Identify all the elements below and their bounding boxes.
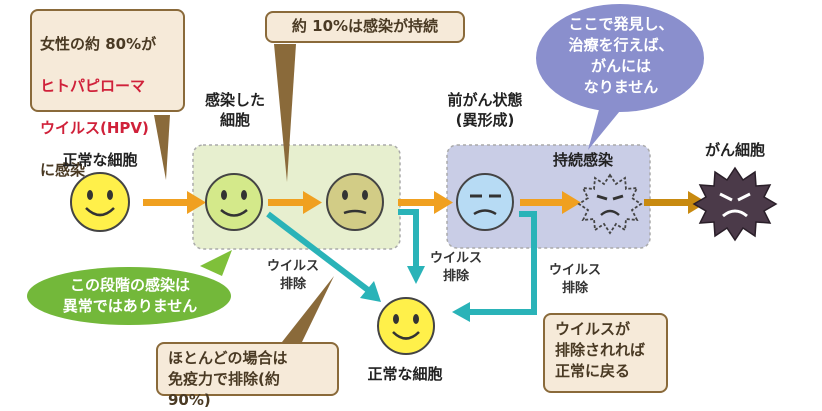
cancer-cell-face [692,166,778,242]
normal-cell-label: 正常な細胞 [62,151,138,169]
blue-bubble-tail [588,106,624,150]
normal-cell-bottom-label: 正常な細胞 [367,365,443,383]
women-callout-tail [154,115,170,180]
hpv-line1: ヒトパピローマ [40,77,146,95]
immunity-callout: ほとんどの場合は 免疫力で排除(約 90%) [156,342,339,409]
infected-cell-face [205,173,263,231]
precancer-label: 前がん状態 (異形成) [447,91,523,129]
green-bubble-text: この段階の感染は 異常ではありません [62,276,198,315]
virus-removed-callout: ウイルスが 排除されれば 正常に戻る [543,313,668,393]
persistent-spiky-face [577,173,643,235]
persist-callout-tail [274,44,296,182]
immunity-callout-tail [282,276,334,342]
normal-cell-face [70,172,130,232]
cancer-cell-label: がん細胞 [704,141,765,159]
virus-out-label-2: ウイルス 排除 [429,251,482,284]
persistent-label: 持続感染 [552,151,613,169]
infected-neutral-face [326,173,384,231]
women-infection-callout: 女性の約 80%が ヒトパピローマ ウイルス(HPV) に感染 [30,9,185,179]
women-line4: に感染 [40,161,86,179]
virus-out-label-3: ウイルス 排除 [548,263,601,296]
women-line1: 女性の約 80%が [40,35,157,53]
blue-bubble-text: ここで発見し、 治療を行えば、 がんには なりません [568,15,674,96]
normal-cell-bottom-face [377,297,435,355]
blue-speech-bubble [536,4,704,112]
infected-cell-label: 感染した 細胞 [204,91,265,129]
green-bubble-tail [200,250,232,276]
orange-arrows [143,191,707,214]
persist-callout: 約 10%は感染が持続 [265,11,465,43]
hpv-line2: ウイルス(HPV) [40,119,149,137]
teal-arrows [266,209,537,315]
green-speech-bubble [27,267,231,325]
virus-out-label-1: ウイルス 排除 [266,259,319,292]
precancer-face [456,173,514,231]
